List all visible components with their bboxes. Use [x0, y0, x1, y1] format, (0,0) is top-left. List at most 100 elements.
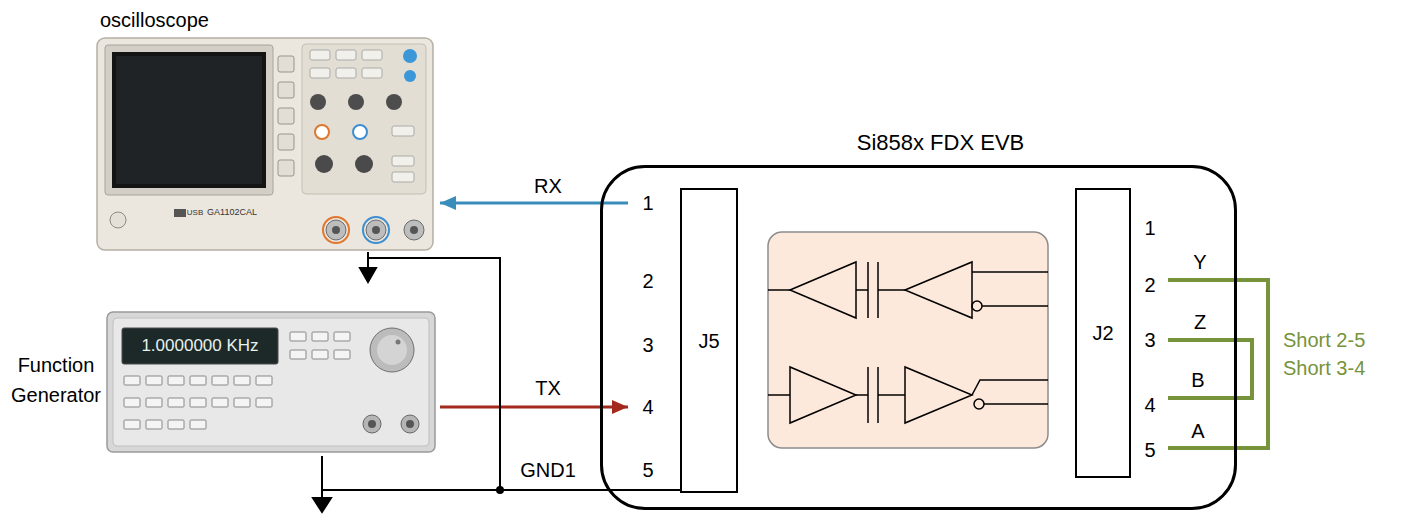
ground-lead — [321, 490, 323, 498]
label-holder: 2 — [1144, 274, 1155, 297]
node-heading: Si858x FDX EVB — [603, 130, 1234, 156]
label-holder: USB — [187, 208, 203, 218]
short-wire — [1168, 280, 1268, 448]
generator-button — [290, 332, 306, 341]
edge-label-holder: RX — [531, 175, 565, 198]
signal-name: Z — [1194, 311, 1206, 334]
ground-wire — [322, 456, 628, 490]
generator-display — [122, 328, 278, 364]
generator-bnc — [401, 415, 419, 433]
chip-wire — [856, 394, 868, 396]
chip-wire — [984, 403, 1048, 405]
scope-bnc — [404, 220, 424, 240]
generator-knob-dot — [396, 340, 401, 345]
scope-ch1-button — [315, 125, 329, 139]
scope-control-panel — [302, 44, 426, 194]
chip-wire — [768, 394, 790, 396]
panel-marking: USB — [187, 208, 203, 218]
generator-front — [113, 318, 429, 446]
scope-knob — [348, 94, 364, 110]
label-holder: 3 — [1144, 329, 1155, 352]
pin-number: 3 — [1144, 329, 1155, 352]
receiver-symbol — [905, 262, 972, 318]
ground-symbol — [313, 498, 331, 512]
scope-blue-button — [403, 49, 417, 63]
generator-button — [190, 420, 206, 429]
driver-symbol — [905, 367, 972, 423]
generator-button — [312, 350, 328, 359]
buffer-symbol — [790, 367, 856, 423]
label-holder: Short 2-5 — [1283, 329, 1365, 352]
generator-button — [124, 398, 140, 407]
evaluation-board: Si858x FDX EVBJ5J2 — [600, 165, 1237, 510]
scope-button — [362, 50, 382, 60]
scope-power-button — [110, 212, 126, 228]
short-wire — [1168, 340, 1252, 398]
ground-symbols — [313, 258, 681, 512]
node-heading: J2 — [1092, 321, 1113, 345]
label-holder: 4 — [642, 396, 653, 419]
scope-screen-inner — [116, 56, 262, 184]
generator-button — [256, 376, 272, 385]
label-holder: Y — [1193, 251, 1206, 274]
short-note: Short 2-5 — [1283, 329, 1365, 352]
label-holder: 1 — [642, 192, 653, 215]
generator-button — [234, 398, 250, 407]
scope-ch2-button — [353, 125, 367, 139]
generator-bnc-pin — [368, 420, 376, 428]
scope-button — [392, 156, 414, 166]
pin-number: 1 — [1144, 217, 1155, 240]
scope-bnc-pin — [410, 226, 418, 234]
chip-wire — [878, 394, 905, 396]
label-holder: Short 3-4 — [1283, 357, 1365, 380]
scope-bnc-pin — [332, 226, 340, 234]
scope-button — [310, 68, 330, 78]
label-holder: 4 — [1144, 394, 1155, 417]
ground-wire — [628, 489, 681, 491]
scope-bnc-ring — [323, 217, 349, 243]
signal-name: GND1 — [517, 459, 579, 482]
scope-button — [336, 68, 356, 78]
pin-number: 3 — [642, 334, 653, 357]
scope-screen — [112, 52, 266, 188]
scope-knob — [386, 94, 402, 110]
label-holder: 1.0000000 KHz — [141, 336, 258, 356]
generator-button — [234, 376, 250, 385]
scope-body — [97, 38, 433, 250]
chip-wire — [878, 289, 905, 291]
chip-wire — [982, 305, 1048, 307]
generator-button — [290, 350, 306, 359]
generator-button — [146, 420, 162, 429]
scope-knob — [355, 155, 373, 173]
generator-button — [256, 398, 272, 407]
generator-bnc — [363, 415, 381, 433]
generator-button — [124, 420, 140, 429]
scope-usb-port — [174, 209, 186, 217]
pin-number: 4 — [642, 396, 653, 419]
function-generator-unit: Function Generator — [8, 300, 440, 456]
pin-number: 2 — [1144, 274, 1155, 297]
chip-wire — [972, 271, 1048, 273]
scope-knob — [310, 94, 326, 110]
ground-wire — [368, 252, 628, 490]
oscilloscope-drawing — [97, 38, 433, 250]
scope-button — [278, 108, 294, 124]
node-heading: J5 — [698, 329, 719, 353]
generator-button — [168, 420, 184, 429]
edge-label-holder: GND1 — [517, 459, 579, 482]
chip-wire — [856, 289, 868, 291]
oscilloscope-unit: oscilloscope — [90, 6, 440, 252]
generator-button — [212, 376, 228, 385]
generator-knob — [370, 328, 414, 372]
generator-button — [190, 376, 206, 385]
generator-bnc-pin — [406, 420, 414, 428]
edge-label-holder: TX — [532, 377, 564, 400]
scope-button — [278, 56, 294, 72]
label-holder: 2 — [642, 270, 653, 293]
capacitor-plate — [867, 262, 869, 318]
pin-number: 1 — [642, 192, 653, 215]
shorting-wires — [1168, 280, 1268, 448]
label-holder: GA1102CAL — [207, 207, 257, 218]
scope-button — [362, 68, 382, 78]
